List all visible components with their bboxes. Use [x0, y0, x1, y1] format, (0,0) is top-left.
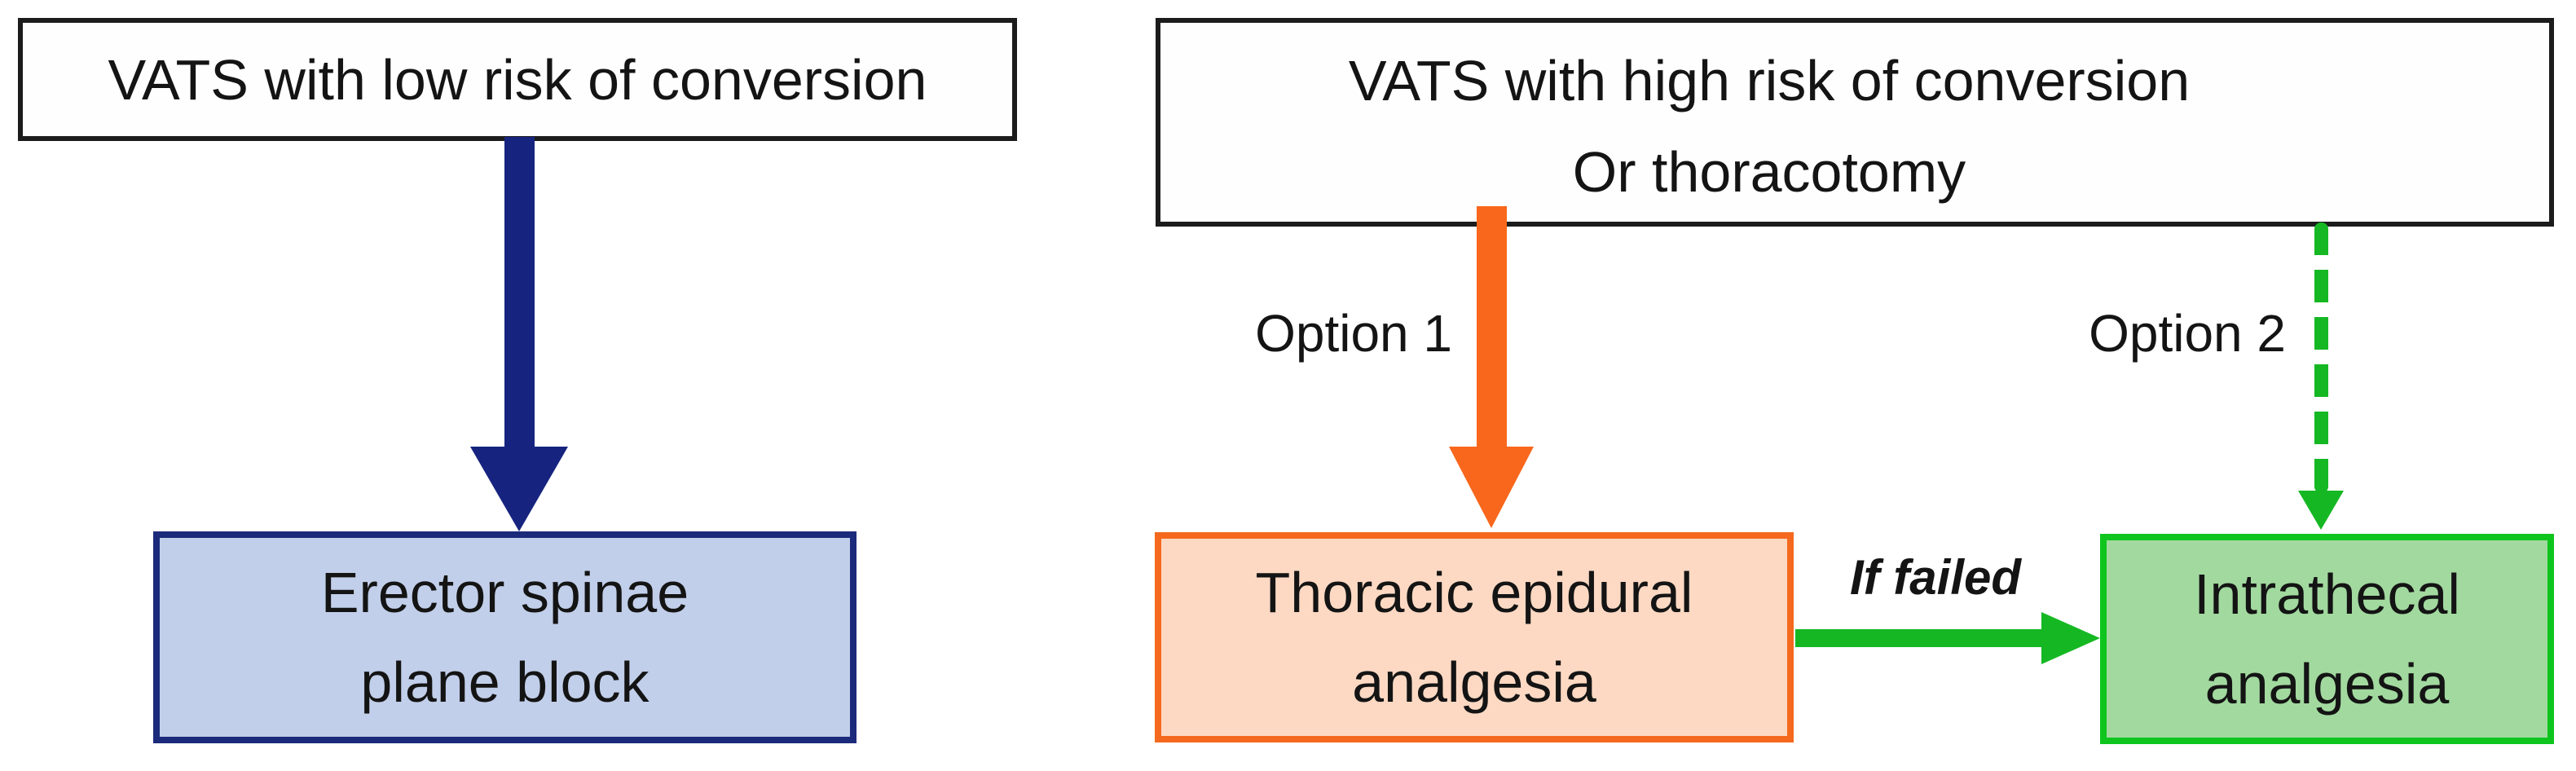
intrathecal-box: Intrathecal analgesia [2100, 534, 2554, 744]
green-dashed-down-arrow-shaft [2314, 222, 2328, 493]
low-risk-condition-box: VATS with low risk of conversion [18, 18, 1017, 141]
orange-down-arrow-head-icon [1449, 447, 1534, 528]
high-risk-condition-line1: VATS with high risk of conversion [1348, 49, 2191, 112]
navy-down-arrow-shaft [504, 137, 535, 448]
thoracic-epidural-line2: analgesia [1352, 650, 1596, 714]
erector-spinae-line1: Erector spinae [320, 561, 689, 624]
green-right-arrow-shaft [1795, 629, 2050, 647]
erector-spinae-box: Erector spinae plane block [153, 531, 856, 743]
intrathecal-line2: analgesia [2204, 652, 2450, 716]
high-risk-condition-box: VATS with high risk of conversion Or tho… [1156, 18, 2554, 227]
if-failed-label: If failed [1849, 550, 2022, 605]
green-right-arrow-head-icon [2041, 612, 2100, 664]
thoracic-epidural-line1: Thoracic epidural [1255, 561, 1693, 624]
low-risk-condition-text: VATS with low risk of conversion [108, 47, 927, 112]
option2-label: Option 2 [2089, 304, 2286, 363]
thoracic-epidural-box: Thoracic epidural analgesia [1155, 532, 1794, 742]
navy-down-arrow-head-icon [470, 447, 568, 531]
erector-spinae-line2: plane block [360, 650, 650, 714]
intrathecal-line1: Intrathecal [2194, 562, 2460, 626]
option1-label: Option 1 [1255, 304, 1452, 363]
high-risk-condition-line2: Or thoracotomy [1572, 140, 1966, 204]
green-dashed-down-arrow-head-icon [2298, 491, 2344, 530]
orange-down-arrow-shaft [1477, 206, 1507, 447]
